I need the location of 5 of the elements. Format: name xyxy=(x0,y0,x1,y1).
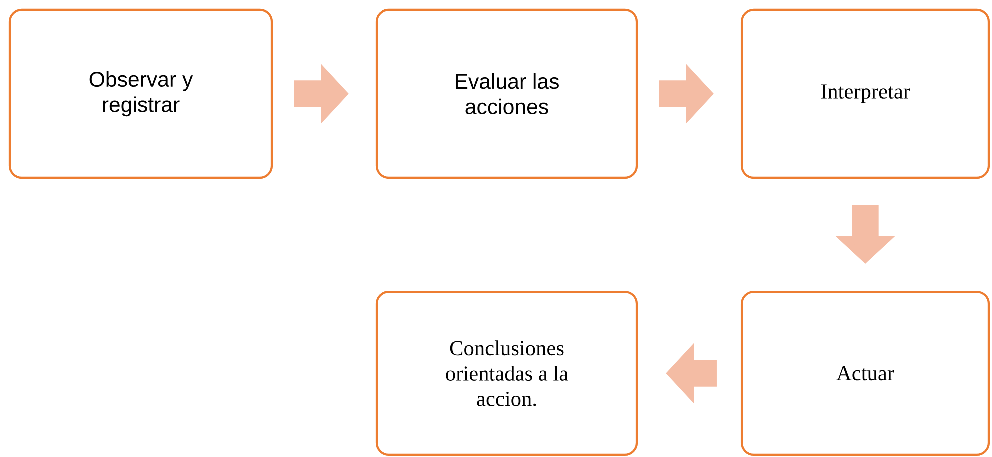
process-box: Observar y registrar xyxy=(8,8,274,180)
process-box: Conclusiones orientadas a la accion. xyxy=(376,290,638,456)
process-box: Interpretar xyxy=(740,8,990,180)
process-box: Actuar xyxy=(740,290,990,456)
process-box: Evaluar las acciones xyxy=(376,8,638,180)
